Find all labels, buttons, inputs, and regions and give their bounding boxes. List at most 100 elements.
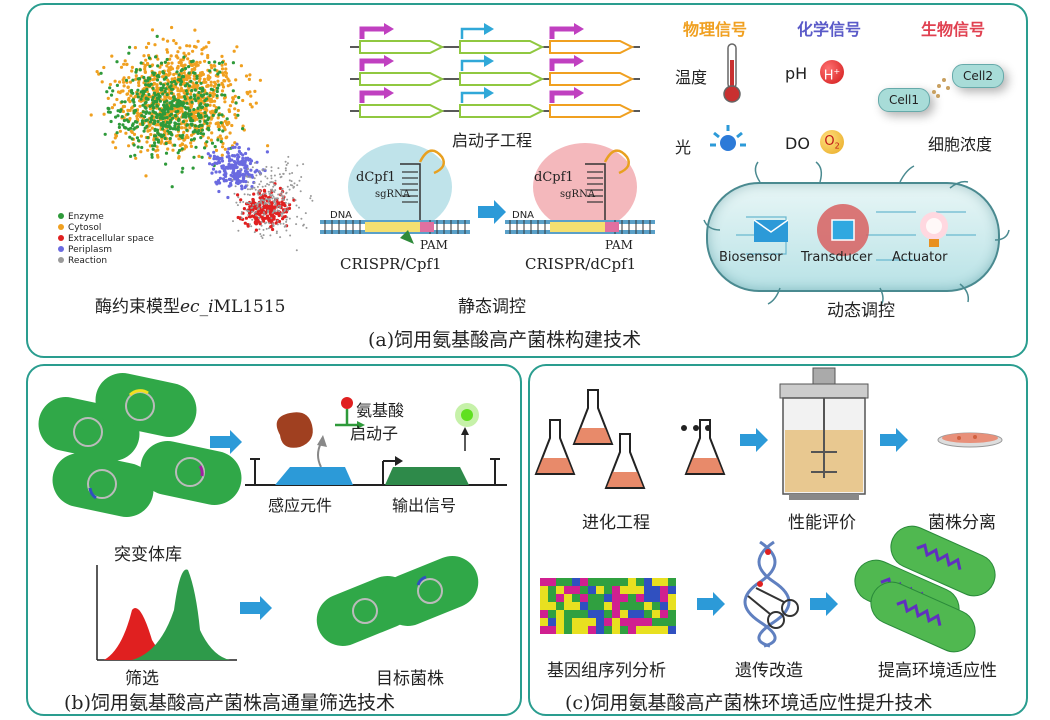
scatter-point — [192, 66, 197, 71]
scatter-point — [143, 70, 147, 74]
thermometer-icon — [723, 43, 741, 103]
scatter-point — [196, 96, 200, 100]
scatter-point — [273, 209, 276, 212]
heatmap-cell — [652, 610, 660, 618]
heatmap-cell — [620, 586, 628, 594]
mutant-library-label: 突变体库 — [114, 545, 182, 565]
scatter-point — [259, 200, 262, 203]
heatmap-cell — [548, 626, 556, 634]
scatter-point — [166, 39, 170, 43]
scatter-point — [156, 119, 160, 124]
scatter-point — [171, 116, 175, 120]
scatter-point — [231, 97, 235, 101]
scatter-point — [208, 110, 212, 114]
heatmap-cell — [572, 626, 580, 634]
scatter-point — [304, 212, 307, 215]
scatter-point — [121, 123, 125, 127]
scatter-point — [182, 51, 186, 55]
scatter-point — [267, 211, 269, 214]
scatter-point — [153, 141, 157, 145]
scatter-point — [122, 104, 127, 109]
scatter-point — [276, 209, 279, 212]
scatter-point — [279, 222, 282, 225]
scatter-point — [309, 195, 312, 197]
scatter-point — [295, 204, 298, 207]
sensor-element-label: 感应元件 — [268, 496, 333, 515]
scatter-point — [266, 183, 269, 185]
scatter-point — [147, 92, 151, 97]
screening-arrow — [240, 596, 272, 620]
panel-c — [528, 364, 1028, 716]
scatter-point — [231, 89, 235, 93]
scatter-point — [154, 55, 158, 59]
scatter-point — [251, 175, 255, 179]
scatter-point — [220, 67, 225, 71]
scatter-point — [201, 89, 205, 93]
scatter-point — [210, 141, 215, 145]
scatter-point — [288, 172, 291, 175]
scatter-point — [144, 111, 148, 115]
scatter-point — [177, 73, 181, 77]
promoter-arrow-head — [574, 55, 584, 67]
scatter-point — [294, 199, 297, 202]
scatter-point — [244, 180, 248, 184]
scatter-point — [287, 209, 289, 212]
scatter-point — [128, 80, 133, 84]
scatter-point — [231, 146, 235, 150]
scatter-point — [185, 123, 189, 127]
scatter-point — [169, 54, 173, 58]
scatter-point — [283, 209, 286, 212]
scatter-point — [300, 176, 303, 178]
panel-b-caption: (b)饲用氨基酸高产菌株高通量筛选技术 — [64, 692, 395, 714]
heatmap-cell — [652, 586, 660, 594]
scatter-point — [178, 99, 182, 103]
scatter-point — [272, 195, 275, 198]
heatmap-cell — [660, 618, 668, 626]
scatter-point — [305, 226, 308, 229]
scatter-point — [220, 60, 225, 64]
scatter-point — [268, 203, 271, 206]
scatter-point — [217, 83, 221, 87]
scatter-point — [266, 144, 270, 148]
scatter-point — [258, 183, 261, 186]
scatter-point — [248, 202, 251, 205]
scatter-point — [134, 74, 138, 78]
scatter-point — [135, 92, 139, 96]
scatter-point — [124, 78, 129, 82]
enzyme-model-scatter — [89, 25, 314, 252]
dna-scissors-icon — [743, 540, 799, 648]
scatter-point — [185, 74, 190, 78]
scatter-point — [229, 181, 233, 185]
scatter-point — [228, 166, 232, 170]
scatter-point — [273, 183, 276, 186]
scatter-point — [234, 185, 237, 188]
crispr-right-caption: CRISPR/dCpf1 — [525, 255, 637, 273]
scatter-point — [233, 154, 237, 158]
scatter-point — [148, 77, 152, 81]
scatter-point — [225, 150, 230, 154]
scatter-point — [260, 206, 263, 209]
scatter-point — [276, 223, 279, 226]
scatter-point — [237, 229, 240, 232]
crispr-dcpf1-diagram — [505, 143, 655, 234]
scatter-point — [187, 65, 191, 69]
scatter-point — [285, 220, 288, 223]
scatter-point — [122, 76, 126, 80]
scatter-point — [199, 131, 203, 135]
scatter-point — [231, 61, 235, 65]
scatter-point — [182, 71, 186, 75]
scatter-point — [239, 168, 242, 171]
scatter-point — [227, 184, 231, 188]
scatter-point — [248, 102, 252, 106]
promoter-label: 启动子工程 — [452, 131, 533, 150]
scatter-point — [176, 125, 181, 129]
scatter-point — [142, 75, 146, 80]
scatter-point — [199, 105, 203, 109]
scatter-point — [241, 163, 245, 167]
scatter-point — [175, 70, 179, 74]
scatter-point — [254, 203, 257, 206]
scatter-point — [280, 215, 283, 218]
scatter-point — [185, 128, 189, 132]
scatter-point — [208, 94, 212, 98]
scatter-point — [229, 83, 233, 87]
